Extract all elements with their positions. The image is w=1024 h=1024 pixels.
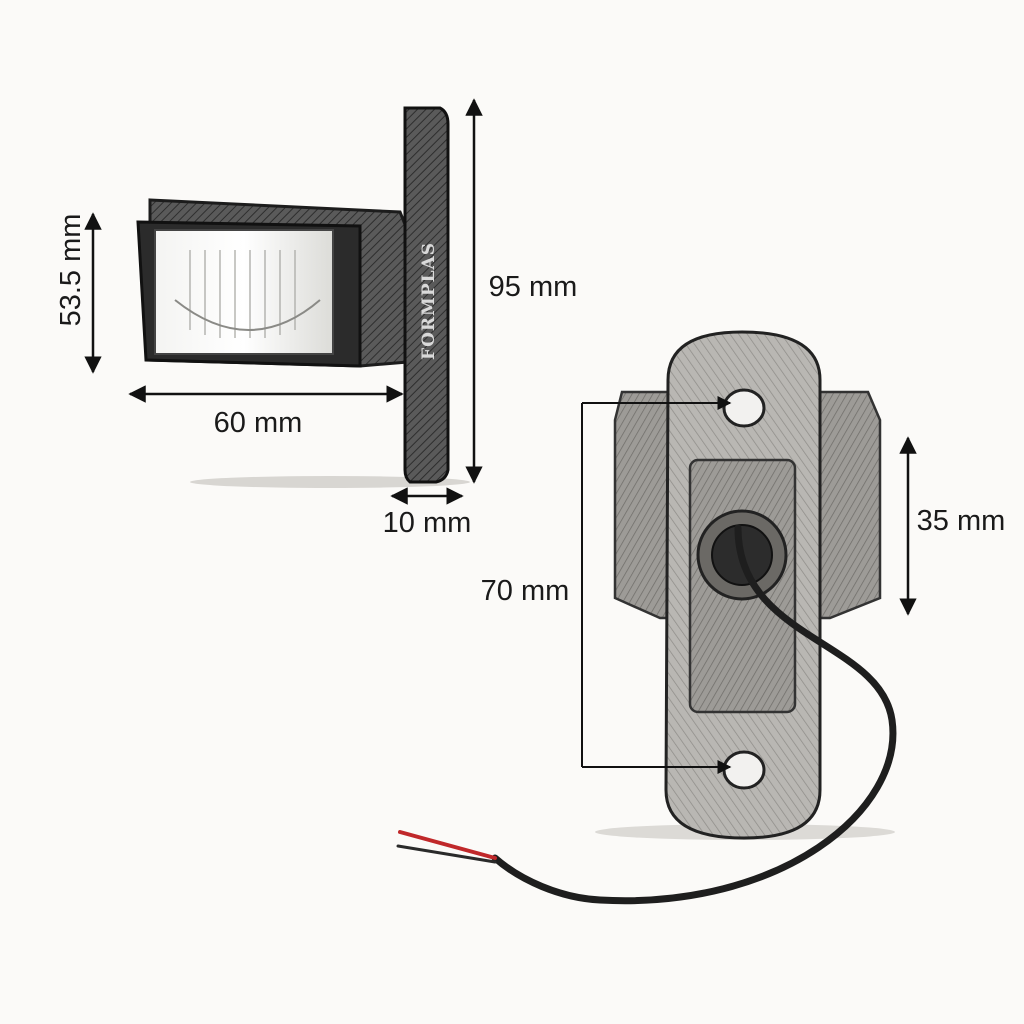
side-view-shadow [190,476,470,488]
side-view-lamp: FORMPLAS [136,106,470,488]
label-height-front: 53.5 mm [55,214,87,327]
power-cable [491,524,897,905]
label-height-bracket: 95 mm [489,271,578,303]
rear-view-lamp [396,330,897,905]
bottom-mounting-hole [722,750,766,790]
label-height-rear: 35 mm [917,505,1006,537]
lens-reflector [174,299,321,331]
red-wire [398,830,497,860]
lamp-lens [154,229,334,355]
label-hole-spacing: 70 mm [481,575,570,607]
top-mounting-hole [722,388,766,428]
black-wire [396,844,497,864]
dim-bracket-70 [581,396,732,774]
dimension-arrows [84,98,917,774]
label-depth-bracket: 10 mm [383,507,472,539]
label-width-front: 60 mm [214,407,303,439]
mounting-bracket [403,106,450,484]
brand-label: FORMPLAS [419,242,439,360]
lens-ribs [189,250,296,338]
